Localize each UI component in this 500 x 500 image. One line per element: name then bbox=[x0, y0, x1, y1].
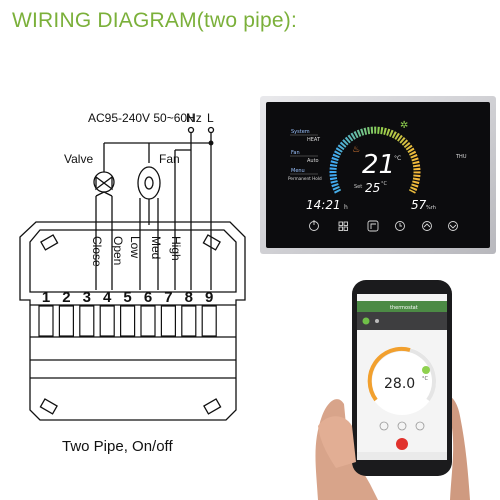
wire-label-low: Low bbox=[128, 236, 142, 258]
fan-button-icon[interactable] bbox=[367, 220, 379, 232]
clock: 14:21 bbox=[306, 198, 341, 212]
terminal-number-6: 6 bbox=[144, 289, 152, 306]
terminal-number-2: 2 bbox=[62, 289, 70, 306]
temperature-arc bbox=[329, 126, 421, 194]
valve-label: Valve bbox=[64, 152, 93, 166]
flame-icon: ♨ bbox=[352, 145, 360, 155]
terminal-slot-3 bbox=[79, 305, 95, 337]
page-title: WIRING DIAGRAM(two pipe): bbox=[12, 9, 298, 32]
wire-label-high: High bbox=[169, 236, 183, 261]
mode-button-icon[interactable] bbox=[362, 317, 370, 325]
terminal-slot-8 bbox=[181, 305, 197, 337]
phone-in-hand: thermostat 28.0 °C bbox=[315, 280, 470, 500]
terminal-slot-6 bbox=[140, 305, 156, 337]
terminal-number-5: 5 bbox=[123, 289, 131, 306]
terminal-slot-9 bbox=[201, 305, 217, 337]
fan-icon bbox=[137, 150, 176, 225]
phone-temp-unit: °C bbox=[422, 376, 429, 382]
app-header bbox=[357, 301, 447, 312]
menu-label: Menu bbox=[291, 168, 305, 174]
thermostat-device: System HEAT Fan Auto Menu Permanent Hold… bbox=[260, 96, 496, 254]
current-temp: 21 bbox=[362, 150, 395, 180]
n-label: N bbox=[186, 111, 195, 125]
terminal-slot-4 bbox=[99, 305, 115, 337]
terminal-slot-2 bbox=[58, 305, 75, 337]
system-label: System bbox=[291, 129, 310, 135]
fan-blades-icon: ✲ bbox=[400, 120, 408, 131]
terminal-wires bbox=[95, 225, 176, 290]
phone-temp: 28.0 bbox=[384, 376, 415, 392]
wire-label-med: Med bbox=[149, 236, 163, 259]
menu-value: Permanent Hold bbox=[288, 176, 322, 181]
humidity-unit: %rh bbox=[426, 205, 436, 211]
terminal-number-1: 1 bbox=[42, 289, 50, 306]
terminal-block bbox=[19, 221, 246, 421]
humidity: 57 bbox=[411, 198, 427, 212]
toolbar-strip bbox=[357, 312, 447, 330]
thumb bbox=[318, 416, 356, 468]
system-value: HEAT bbox=[307, 137, 321, 143]
terminal-slots bbox=[38, 305, 217, 337]
caption: Two Pipe, On/off bbox=[62, 438, 173, 455]
wire-label-close: Close bbox=[90, 236, 104, 267]
terminal-number-3: 3 bbox=[83, 289, 91, 306]
power-wires bbox=[103, 126, 215, 290]
set-temp-unit: °C bbox=[381, 181, 388, 187]
power-label: AC95-240V 50~60Hz bbox=[88, 111, 202, 125]
terminal-number-4: 4 bbox=[103, 289, 112, 306]
terminal-number-7: 7 bbox=[164, 289, 172, 306]
terminal-slot-5 bbox=[119, 305, 136, 337]
terminal-slot-7 bbox=[160, 305, 176, 337]
fan-value: Auto bbox=[307, 158, 319, 164]
fan-label: Fan bbox=[291, 150, 300, 156]
day-label: THU bbox=[455, 154, 467, 160]
valve-icon bbox=[93, 165, 115, 225]
power-icon[interactable] bbox=[309, 220, 319, 231]
set-label: Set bbox=[354, 184, 362, 190]
l-label: L bbox=[207, 111, 214, 125]
set-temp: 25 bbox=[365, 181, 380, 195]
app-title: thermostat bbox=[390, 305, 418, 311]
terminal-number-8: 8 bbox=[185, 289, 193, 306]
grid-icon[interactable] bbox=[338, 221, 348, 231]
up-icon[interactable] bbox=[422, 221, 432, 231]
wire-label-open: Open bbox=[111, 236, 125, 265]
down-icon[interactable] bbox=[448, 221, 458, 231]
phone-power-button[interactable] bbox=[396, 438, 408, 450]
terminal-slot-1 bbox=[38, 305, 54, 337]
fan-label: Fan bbox=[159, 152, 180, 166]
clock-suffix: h bbox=[344, 204, 348, 211]
current-temp-unit: °C bbox=[394, 155, 401, 162]
clock-icon[interactable] bbox=[395, 221, 405, 231]
terminal-number-9: 9 bbox=[205, 289, 213, 306]
